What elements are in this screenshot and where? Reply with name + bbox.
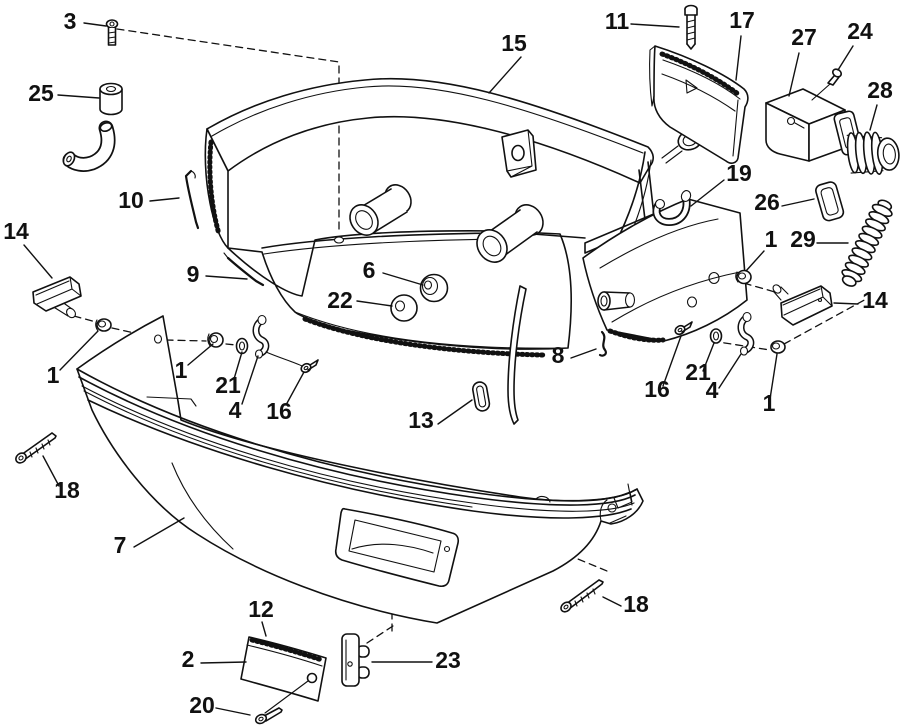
screw-3 xyxy=(105,19,119,46)
shelf-hole xyxy=(333,236,345,244)
mount-tab xyxy=(501,129,537,178)
callout-8: 8 xyxy=(552,342,565,368)
callout-14-right: 14 xyxy=(862,287,888,313)
cowl-hole xyxy=(153,334,163,344)
callout-16-left: 16 xyxy=(266,398,292,424)
lower-cowl-7 xyxy=(76,315,644,624)
callout-11: 11 xyxy=(605,8,630,34)
callout-19: 19 xyxy=(726,160,752,186)
bolt-18-right xyxy=(560,579,604,613)
callout-1-a: 1 xyxy=(47,362,60,388)
bushing-1-right-bottom xyxy=(770,340,786,354)
bushing-1-left xyxy=(95,318,112,332)
callout-24: 24 xyxy=(847,18,873,44)
screw-16-right xyxy=(674,321,693,336)
callout-14-left: 14 xyxy=(3,218,29,244)
bolt-11 xyxy=(684,4,698,50)
callout-17: 17 xyxy=(729,7,755,33)
callout-1-c: 1 xyxy=(765,226,778,252)
side-strap xyxy=(507,285,527,425)
elbow-hose-25 xyxy=(62,120,116,172)
callout-22: 22 xyxy=(327,287,353,313)
screw-16-left xyxy=(265,351,319,374)
washer-21-right xyxy=(709,328,723,344)
bushing-1-mid xyxy=(207,332,224,348)
callout-1-d: 1 xyxy=(763,390,776,416)
hook-lever-4-right xyxy=(737,311,755,356)
bellows-28 xyxy=(846,131,900,175)
side-cover-17 xyxy=(649,45,749,164)
bushing-1-right-top xyxy=(735,269,752,285)
bolt-18-left xyxy=(15,432,57,464)
callout-9: 9 xyxy=(187,261,200,287)
callout-3: 3 xyxy=(64,8,77,34)
bracket-10 xyxy=(184,169,200,230)
cowl-latch-end xyxy=(599,483,633,524)
corrugated-hose-29 xyxy=(841,199,893,287)
callout-16-right: 16 xyxy=(644,376,670,402)
screw-20 xyxy=(254,707,283,725)
callout-6: 6 xyxy=(363,257,376,283)
callout-4-left: 4 xyxy=(229,397,242,423)
callout-4-right: 4 xyxy=(706,377,719,403)
plate-2 xyxy=(240,636,327,714)
washer-21-left xyxy=(235,337,249,355)
callout-27: 27 xyxy=(791,24,817,50)
hook-19 xyxy=(652,190,692,226)
callout-18-left: 18 xyxy=(54,477,80,503)
callout-28: 28 xyxy=(867,77,893,103)
callout-15: 15 xyxy=(501,30,527,56)
callout-10: 10 xyxy=(118,187,144,213)
callout-26: 26 xyxy=(754,189,780,215)
clip-13 xyxy=(471,381,491,412)
callout-labels: 3 25 10 14 9 1 1 21 4 16 22 6 15 11 17 2… xyxy=(3,7,893,718)
grommet-22 xyxy=(390,294,418,322)
inner-cover-15 xyxy=(204,77,654,358)
callout-21-right: 21 xyxy=(685,359,711,385)
handle-pocket xyxy=(334,507,460,588)
callout-21-left: 21 xyxy=(215,372,241,398)
support-assembly xyxy=(507,161,748,425)
callout-13: 13 xyxy=(408,407,434,433)
callout-23: 23 xyxy=(435,647,461,673)
callout-29: 29 xyxy=(790,226,816,252)
callout-2: 2 xyxy=(182,646,195,672)
callout-7: 7 xyxy=(114,532,127,558)
callout-18-right: 18 xyxy=(623,591,649,617)
callout-25: 25 xyxy=(28,80,54,106)
cylinder-boss xyxy=(476,204,544,263)
gasket-26 xyxy=(815,181,845,222)
clip-8 xyxy=(598,330,608,357)
hook-lever-4-left xyxy=(252,314,270,359)
handle-14-right xyxy=(772,284,833,326)
plug-6 xyxy=(419,273,449,303)
latch-keeper-23 xyxy=(341,633,370,687)
muffler-boss xyxy=(597,291,636,311)
callout-1-b: 1 xyxy=(175,357,188,383)
screw-24 xyxy=(827,68,842,86)
callout-12: 12 xyxy=(248,596,274,622)
grommet-25 xyxy=(99,82,123,116)
cylinder-boss xyxy=(349,184,412,236)
link-rod-9 xyxy=(223,252,265,287)
leader-lines xyxy=(23,22,878,716)
callout-20: 20 xyxy=(189,692,215,718)
handle-14-left xyxy=(32,276,82,319)
serration-12 xyxy=(249,637,325,663)
